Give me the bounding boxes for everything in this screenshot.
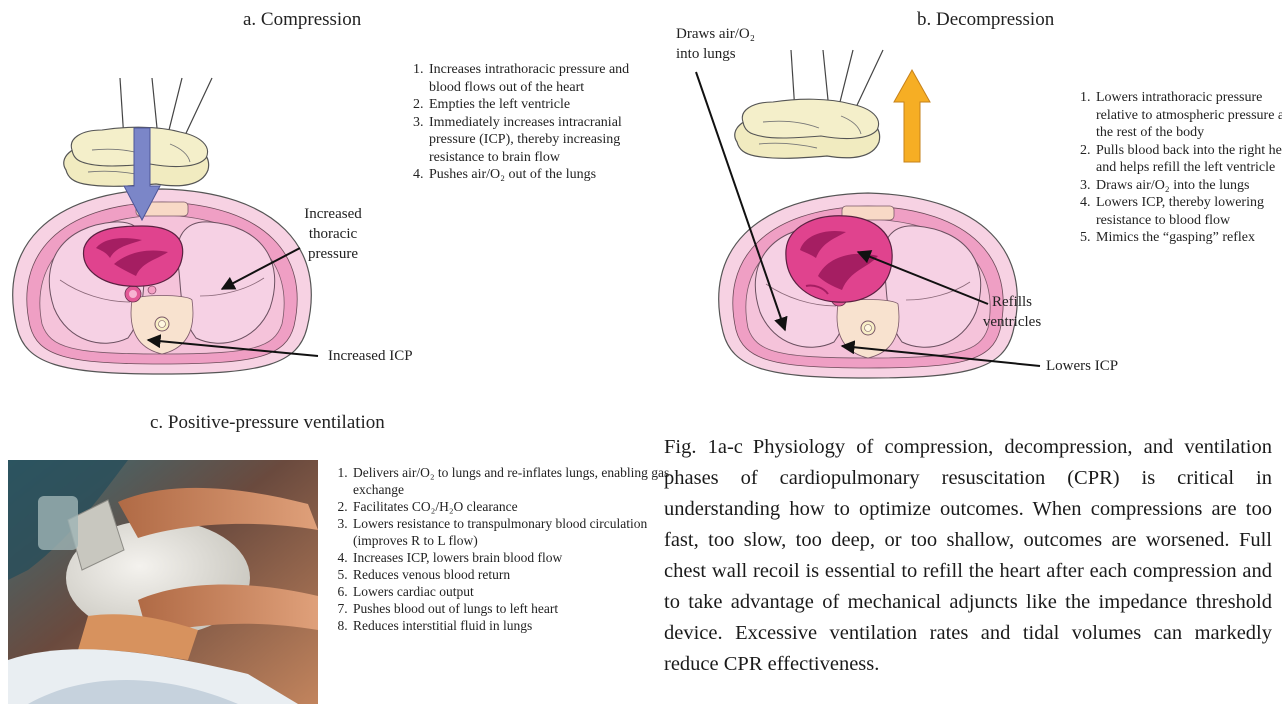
panel-b-title: b. Decompression xyxy=(917,9,1054,31)
panel-b-heart xyxy=(786,216,892,302)
panel-a-heart xyxy=(84,226,183,286)
panel-c-step: Reduces venous blood return xyxy=(351,566,683,583)
panel-c-step: Pushes blood out of lungs to left heart xyxy=(351,600,683,617)
panel-b-step: Lowers ICP, thereby lowering resistance … xyxy=(1094,194,1282,229)
panel-b-label-lowers-icp: Lowers ICP xyxy=(1046,356,1118,376)
panel-b-decompression-arrow xyxy=(892,70,932,170)
panel-b-hands xyxy=(733,50,893,170)
panel-c-step: Reduces interstitial fluid in lungs xyxy=(351,617,683,634)
panel-c-step: Lowers cardiac output xyxy=(351,583,683,600)
panel-a-step-list: Increases intrathoracic pressure and blo… xyxy=(405,61,661,184)
panel-b-step: Lowers intrathoracic pressure relative t… xyxy=(1094,89,1282,142)
figure-caption-text: Physiology of compression, decompression… xyxy=(664,436,1272,675)
panel-a-title: a. Compression xyxy=(243,9,361,31)
panel-c-step: Facilitates CO₂/H₂O clearance xyxy=(351,498,683,515)
panel-a-step: Pushes air/O₂ out of the lungs xyxy=(427,166,661,184)
panel-b-step-list: Lowers intrathoracic pressure relative t… xyxy=(1072,89,1282,247)
panel-a-step: Empties the left ventricle xyxy=(427,96,661,114)
panel-a-chest-diagram xyxy=(2,178,332,388)
panel-a-label-increased-thoracic-pressure: Increased thoracic pressure xyxy=(288,204,378,264)
panel-a-label-increased-icp: Increased ICP xyxy=(328,346,413,366)
panel-b-step: Mimics the “gasping” reflex xyxy=(1094,229,1282,247)
panel-c-step: Increases ICP, lowers brain blood flow xyxy=(351,549,683,566)
panel-c-step-list: Delivers air/O₂ to lungs and re-inflates… xyxy=(329,464,683,634)
panel-b-step: Draws air/O₂ into the lungs xyxy=(1094,177,1282,195)
panel-c-step: Lowers resistance to transpulmonary bloo… xyxy=(351,515,683,549)
panel-b-label-refills-ventricles: Refills ventricles xyxy=(972,292,1052,332)
panel-c-step: Delivers air/O₂ to lungs and re-inflates… xyxy=(351,464,683,498)
panel-b-chest-diagram xyxy=(708,182,1038,392)
panel-c-ventilation-photo xyxy=(8,460,318,704)
figure-number: Fig. 1a-c xyxy=(664,436,743,458)
panel-c-title: c. Positive-pressure ventilation xyxy=(150,412,385,434)
panel-a-compression-arrow xyxy=(122,128,162,228)
panel-a-step: Increases intrathoracic pressure and blo… xyxy=(427,61,661,96)
panel-b-step: Pulls blood back into the right heart an… xyxy=(1094,142,1282,177)
panel-a-step: Immediately increases intracranial press… xyxy=(427,114,661,167)
